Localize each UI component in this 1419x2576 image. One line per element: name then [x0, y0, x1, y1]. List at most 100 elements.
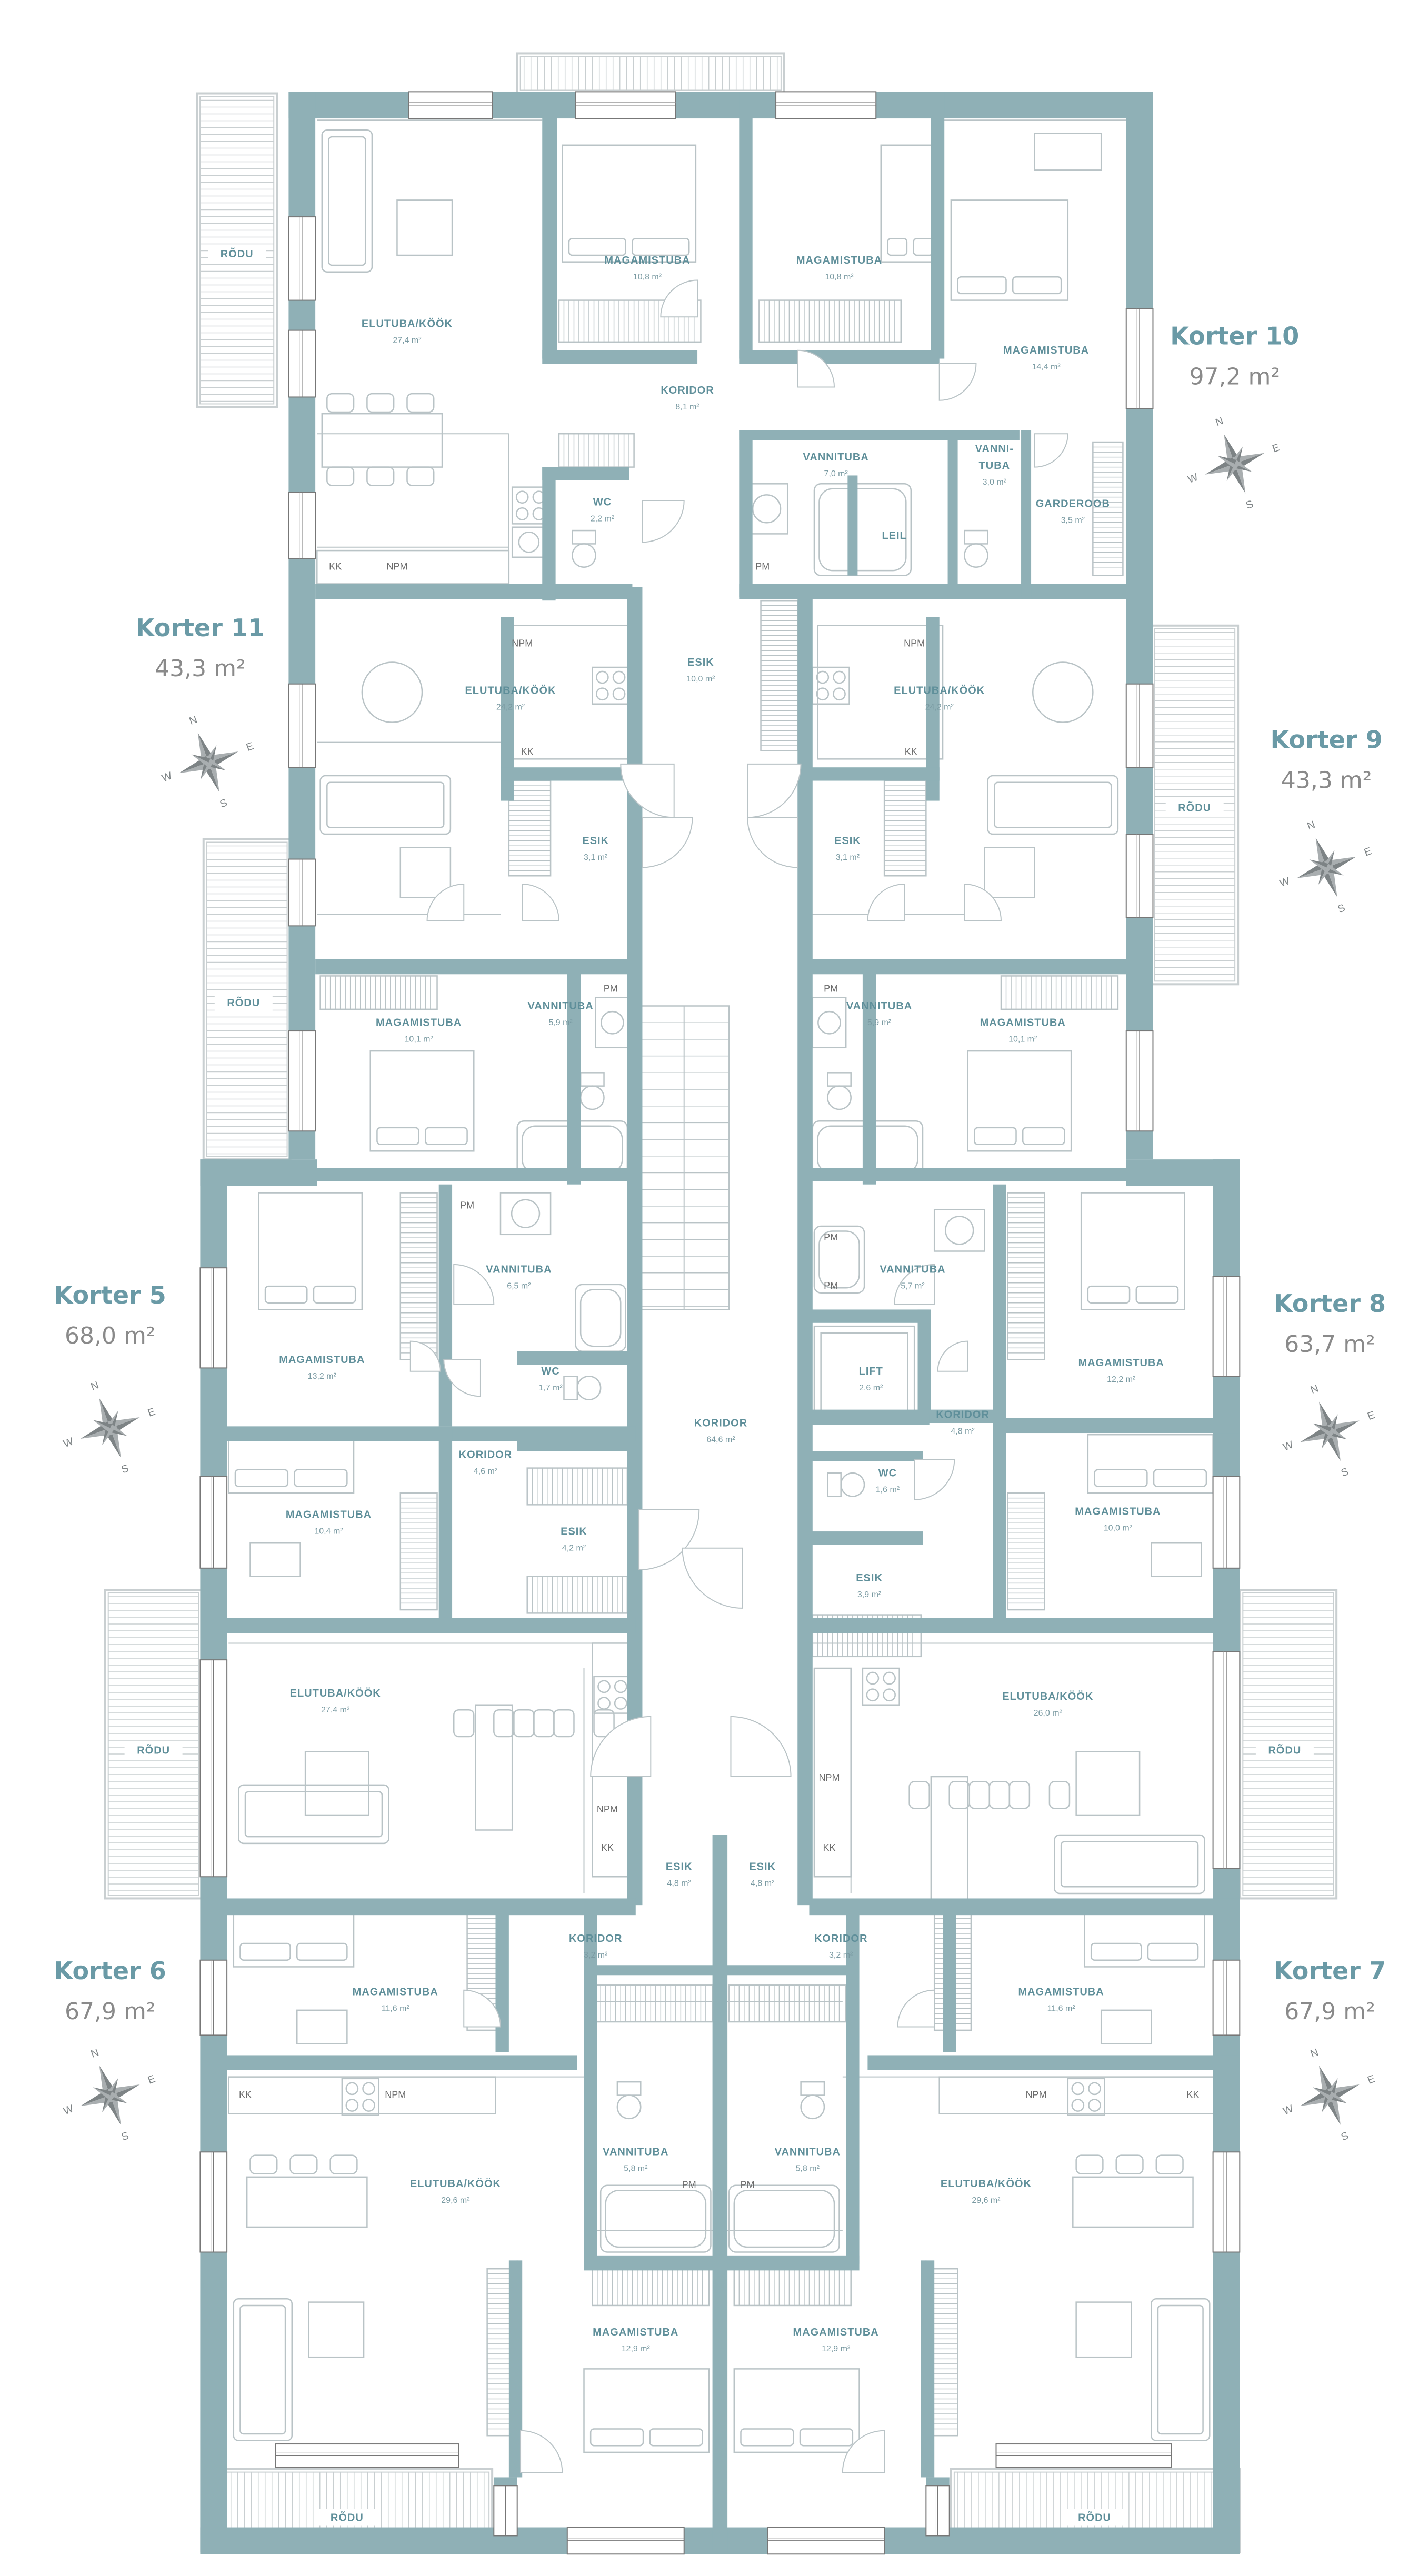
window — [199, 1476, 228, 1569]
wall — [943, 1901, 956, 2052]
pillow — [913, 238, 934, 256]
sofa-cushion — [239, 2304, 286, 2435]
room-name: MAGAMISTUBA — [1003, 345, 1089, 356]
doors — [409, 279, 1068, 2473]
room-label: WC2,2 m² — [591, 497, 615, 524]
chair — [249, 2154, 278, 2174]
apartment-k8: Korter 863,7 m² — [1274, 1289, 1386, 1358]
compass-point-main — [178, 762, 211, 774]
rug — [308, 2301, 365, 2358]
wall — [809, 1898, 1240, 1916]
chair — [1008, 1781, 1031, 1809]
chair — [908, 1781, 930, 1809]
pillow — [264, 1285, 308, 1304]
room-area: 64,6 m² — [706, 1435, 735, 1444]
door — [660, 279, 698, 318]
toilet-bowl — [827, 1085, 852, 1110]
rug — [984, 847, 1035, 898]
compass-point-main — [107, 1417, 140, 1428]
window — [408, 91, 493, 119]
room-area: 10,0 m² — [1104, 1523, 1133, 1532]
balcony-label: RÕDU — [1268, 1743, 1301, 1756]
fixture-label: NPM — [597, 1804, 618, 1815]
chair — [406, 393, 435, 413]
room-area: 24,2 m² — [496, 703, 525, 712]
wardrobe — [592, 2268, 710, 2307]
wall — [1006, 1418, 1240, 1434]
bed — [258, 1192, 363, 1310]
room-area: 1,7 m² — [538, 1384, 563, 1392]
wardrobe — [1007, 1192, 1045, 1360]
compass-point-minor — [191, 754, 211, 763]
pillow — [632, 238, 690, 256]
compass-letter-e: E — [1271, 442, 1281, 455]
door — [620, 763, 675, 818]
room-name: ELUTUBA/KÖÖK — [941, 2178, 1032, 2190]
wall — [867, 2055, 1240, 2070]
burner — [866, 1671, 880, 1685]
room-name: ELUTUBA/KÖÖK — [290, 1687, 381, 1699]
wall — [542, 92, 557, 359]
wall — [517, 1438, 634, 1451]
burner — [597, 1697, 611, 1710]
chair — [553, 1709, 575, 1738]
room-name: MAGAMISTUBA — [604, 255, 690, 266]
chair — [366, 466, 395, 486]
toilet-tank — [579, 1072, 605, 1087]
fixture-label: KK — [239, 2089, 252, 2100]
wardrobe — [728, 1984, 847, 2023]
bathtub-inner — [733, 2189, 835, 2248]
room-area: 5,9 m² — [867, 1018, 892, 1027]
room-area: 27,4 m² — [321, 1706, 350, 1715]
apartment-name: Korter 8 — [1274, 1289, 1386, 1318]
wall — [508, 2260, 523, 2478]
fixture-label: KK — [329, 562, 342, 572]
room-name: VANNITUBA — [527, 1000, 593, 1012]
compass-point-main — [110, 2093, 121, 2125]
compass-point-minor — [1318, 867, 1331, 885]
pillow — [313, 1285, 356, 1304]
pillow — [740, 2428, 794, 2447]
door — [914, 1459, 955, 1500]
wall — [804, 1309, 930, 1323]
wall — [315, 959, 633, 975]
room-name: VANNITUBA — [846, 1000, 912, 1012]
compass-point-minor — [1226, 464, 1239, 481]
compass-letter-w: W — [62, 1436, 75, 1450]
door — [894, 1264, 935, 1305]
bed — [1084, 1912, 1205, 1968]
chair — [289, 2154, 318, 2174]
room-area: 2,2 m² — [591, 515, 615, 524]
fixture-label: PM — [824, 1232, 838, 1242]
burner — [614, 1680, 627, 1693]
toilet-tank — [827, 1472, 842, 1497]
wall — [315, 1168, 633, 1181]
sofa-cushion — [326, 781, 445, 828]
room-area: 4,8 m² — [951, 1427, 975, 1436]
door — [409, 1340, 441, 1372]
wall — [739, 430, 753, 597]
chair — [988, 1781, 1011, 1809]
fixture-label: KK — [521, 746, 534, 757]
room-area: 10,0 m² — [686, 675, 715, 684]
burner — [515, 507, 529, 520]
sink-bowl — [817, 1010, 841, 1035]
burner — [883, 1688, 896, 1702]
compass-point-minor — [1234, 460, 1252, 472]
compass-point-minor — [93, 2087, 111, 2099]
room-area: 27,4 m² — [393, 336, 422, 345]
room-area: 12,9 m² — [622, 2344, 651, 2353]
bathtub — [813, 1225, 865, 1294]
compass-point-minor — [1330, 1427, 1347, 1440]
pillow — [1012, 276, 1062, 295]
door — [747, 763, 802, 818]
room-name: MAGAMISTUBA — [353, 1986, 438, 1998]
compass-point-main — [107, 2084, 140, 2096]
sofa — [1151, 2298, 1211, 2441]
